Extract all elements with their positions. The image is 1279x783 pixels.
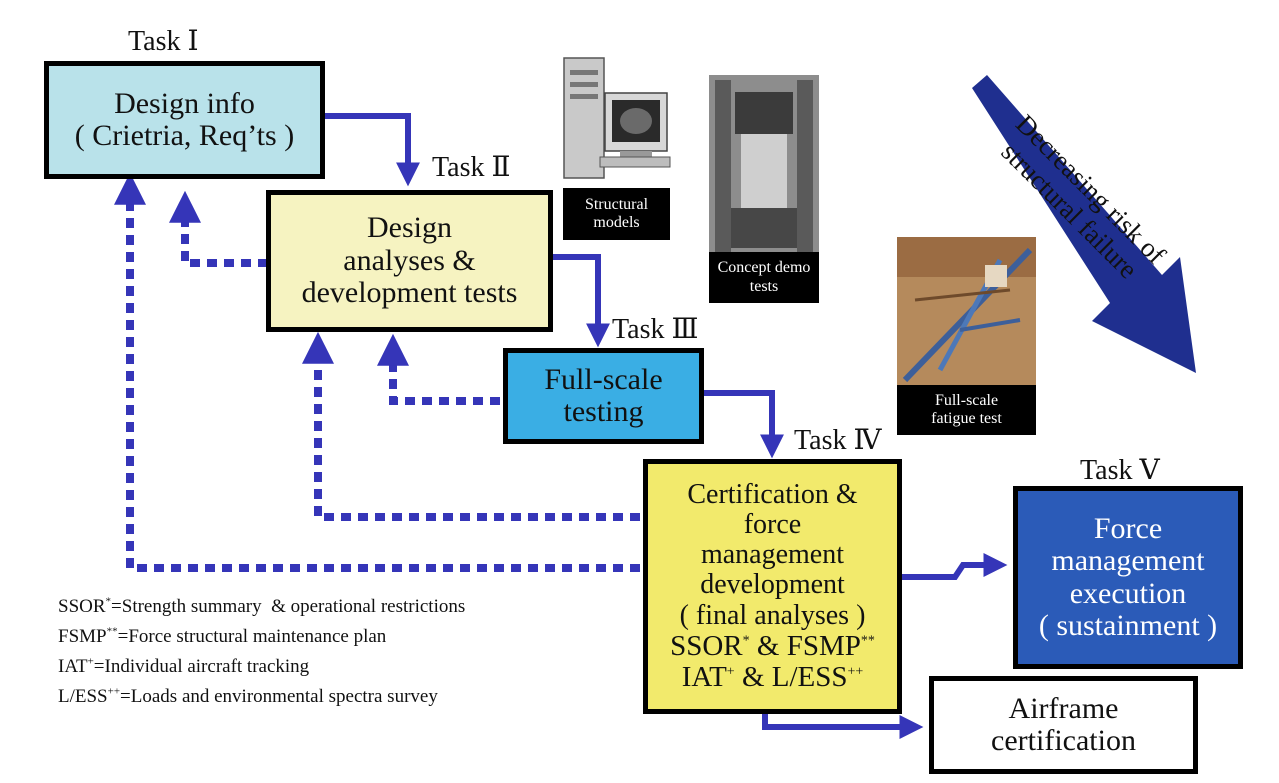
box-line-ssor-fsmp: SSOR* & FSMP** [670, 629, 875, 662]
feedback-analyses-to-design-info [169, 190, 268, 267]
less-sup: ++ [847, 664, 864, 680]
design-analyses-box: Design analyses & development tests [266, 190, 553, 332]
caption-line: fatigue test [931, 410, 1002, 427]
legend-abbr: IAT [58, 656, 88, 677]
force-management-execution-box: Force management execution ( sustainment… [1013, 486, 1243, 669]
legend-text: =Strength summary & operational restrict… [111, 596, 466, 617]
legend-item: IAT+=Individual aircraft tracking [58, 656, 465, 686]
box-line: development [700, 569, 845, 601]
legend-abbr: FSMP [58, 626, 107, 647]
less-abbr: L/ESS [771, 661, 848, 694]
legend-abbr: SSOR [58, 596, 106, 617]
box-line: Airframe [1008, 691, 1119, 725]
ssor-sup: * [742, 633, 750, 649]
task-4-label: Task Ⅳ [794, 425, 882, 456]
abbreviation-legend: SSOR*=Strength summary & operational res… [58, 596, 465, 716]
concept-demo-caption: Concept demo tests [709, 252, 819, 303]
box-line: Design [367, 211, 452, 245]
concept-demo-photo: Concept demo tests [709, 252, 819, 303]
box-line: analyses & [343, 243, 476, 277]
box-line: Certification & [687, 478, 858, 510]
box-line: development tests [301, 276, 518, 310]
legend-item: L/ESS++=Loads and environmental spectra … [58, 686, 465, 716]
legend-text: =Force structural maintenance plan [117, 626, 387, 647]
feedback-certification-to-analyses [302, 331, 640, 521]
legend-abbr: L/ESS [58, 686, 108, 707]
task-1-label: Task Ⅰ [128, 26, 199, 57]
task-3-label: Task Ⅲ [612, 314, 699, 345]
computer-icon [563, 57, 671, 179]
caption-line: tests [749, 277, 779, 295]
feedback-fullscale-to-analyses [377, 333, 500, 405]
amp: & [749, 629, 787, 662]
box-line: force [743, 508, 802, 540]
task-2-label: Task Ⅱ [432, 152, 511, 183]
legend-sup: * [105, 595, 112, 608]
arrow-analyses-to-fullscale [551, 254, 610, 348]
box-line: management [1051, 544, 1205, 578]
fatigue-rig-icon [897, 237, 1036, 387]
arrow-certification-to-execution [900, 553, 1008, 580]
legend-sup: + [87, 655, 94, 668]
arrow-fullscale-to-certification [702, 390, 784, 459]
box-line: ( sustainment ) [1038, 608, 1218, 642]
legend-sup: ** [106, 625, 118, 638]
design-info-box: Design info ( Crietria, Req’ts ) [44, 61, 325, 179]
box-line: ( final analyses ) [679, 599, 866, 631]
box-line: management [700, 539, 845, 571]
caption-line: models [593, 214, 640, 231]
arrow-certification-to-airframe [762, 712, 924, 739]
legend-item: SSOR*=Strength summary & operational res… [58, 596, 465, 626]
caption-line: Concept demo [717, 259, 811, 277]
legend-item: FSMP**=Force structural maintenance plan [58, 626, 465, 656]
iat-abbr: IAT [681, 661, 727, 694]
box-line: Full-scale [544, 362, 663, 396]
caption-line: Structural [584, 195, 649, 213]
legend-text: =Individual aircraft tracking [93, 656, 310, 677]
airframe-certification-box: Airframe certification [929, 676, 1198, 774]
caption-line: Full-scale [934, 391, 999, 409]
structural-models-caption: Structural models [563, 188, 670, 240]
box-line: Force [1093, 511, 1163, 545]
structural-models-photo: Structural models [563, 188, 670, 240]
fsmp-sup: ** [860, 633, 875, 649]
fsmp-abbr: FSMP [786, 629, 861, 662]
iat-sup: + [726, 664, 735, 680]
amp: & [734, 661, 772, 694]
legend-text: =Loads and environmental spectra survey [120, 686, 438, 707]
fatigue-test-caption: Full-scale fatigue test [897, 385, 1036, 435]
legend-sup: ++ [107, 685, 121, 698]
fatigue-test-photo: Full-scale fatigue test [897, 385, 1036, 435]
feedback-certification-to-design-info [114, 172, 640, 572]
box-line: execution [1069, 576, 1187, 610]
ssor-abbr: SSOR [670, 629, 743, 662]
box-line-iat-less: IAT+ & L/ESS++ [681, 661, 864, 694]
certification-box: Certification & force management develop… [643, 459, 902, 714]
box-line: certification [991, 724, 1136, 757]
task-5-label: Task Ⅴ [1080, 455, 1160, 486]
full-scale-testing-box: Full-scale testing [503, 348, 704, 444]
arrow-design-info-to-analyses [323, 113, 420, 187]
box-line: Design info [114, 86, 255, 120]
risk-arrow [972, 75, 1196, 373]
box-line: testing [563, 395, 644, 428]
box-line: ( Crietria, Req’ts ) [74, 119, 295, 152]
